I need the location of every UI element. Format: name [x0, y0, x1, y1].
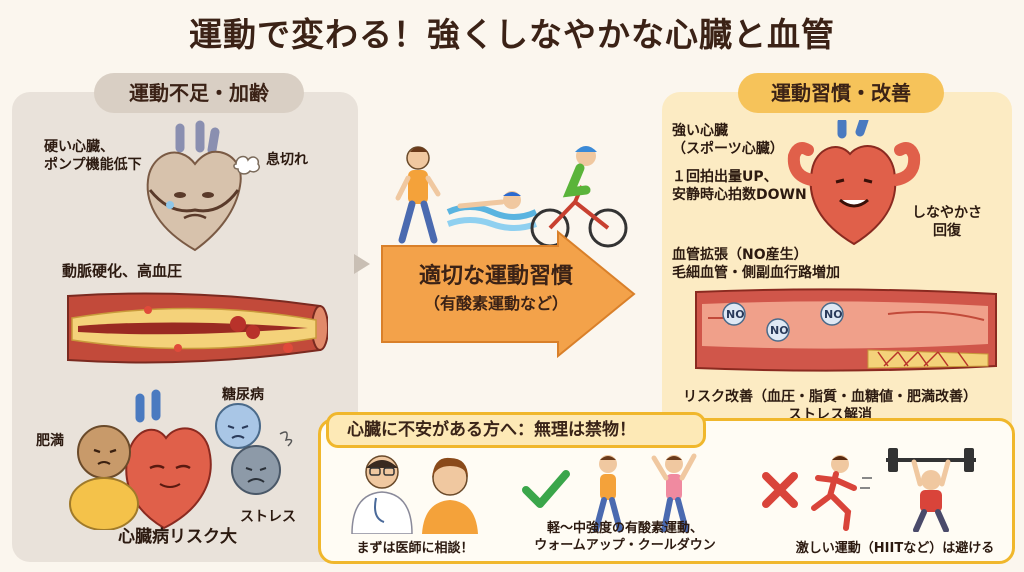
big-arrow-icon — [381, 230, 636, 358]
no-molecule-icon — [722, 302, 746, 326]
right-header: 運動習慣・改善 — [738, 73, 944, 113]
consult-caption: まずは医師に相談！ — [356, 541, 474, 556]
left-header: 運動不足・加齢 — [94, 73, 304, 113]
light-exercise-icon — [593, 453, 697, 532]
caution-heading: 心臓に不安がある方へ：無理は禁物！ — [326, 412, 706, 448]
tired-heart-icon — [146, 120, 242, 252]
flexible-label: しなやかさ 回復 — [912, 205, 982, 239]
small-arrow-icon — [354, 254, 370, 274]
risk-label: 心臓病リスク大 — [118, 527, 237, 547]
heart-risk-group-icon — [69, 389, 293, 530]
no-label-2: NO — [770, 324, 789, 337]
strong-heart-icon — [787, 120, 921, 246]
check-icon — [522, 470, 570, 508]
diabetes-label: 糖尿病 — [222, 387, 264, 403]
recommended-caption: 軽〜中強度の有酸素運動、 ウォームアップ・クールダウン — [534, 521, 716, 553]
breath-puff-icon — [233, 155, 261, 175]
avoid-caption: 激しい運動（HIITなど）は避ける — [795, 541, 995, 556]
page-title: 運動で変わる！強くしなやかな心臓と血管 — [189, 15, 835, 54]
no-molecule-icon — [820, 302, 844, 326]
stress-label: ストレス — [240, 509, 296, 525]
obesity-label: 肥満 — [36, 433, 64, 449]
clogged-artery-icon — [67, 292, 328, 364]
artery-label: 動脈硬化、高血圧 — [62, 262, 183, 280]
weak-heart-label: 硬い心臓、 ポンプ機能低下 — [44, 139, 142, 173]
healthy-artery-icon — [695, 288, 997, 372]
arrow-sub-text: （有酸素運動など） — [423, 294, 568, 313]
output-label: １回拍出量UP、 安静時心拍数DOWN — [672, 169, 807, 203]
no-label-3: NO — [824, 308, 843, 321]
short-breath-label: 息切れ — [266, 152, 308, 168]
no-label-1: NO — [726, 308, 745, 321]
intense-exercise-icon — [811, 448, 976, 532]
no-molecule-icon — [766, 318, 790, 342]
cross-icon — [762, 472, 798, 508]
arrow-main-text: 適切な運動習慣 — [418, 264, 573, 289]
doctor-patient-icon — [351, 455, 478, 534]
vessel-label: 血管拡張（NO産生） 毛細血管・側副血行路増加 — [672, 247, 840, 281]
exercise-people-icon — [395, 146, 628, 248]
strong-heart-label: 強い心臓 （スポーツ心臓） — [672, 123, 784, 157]
